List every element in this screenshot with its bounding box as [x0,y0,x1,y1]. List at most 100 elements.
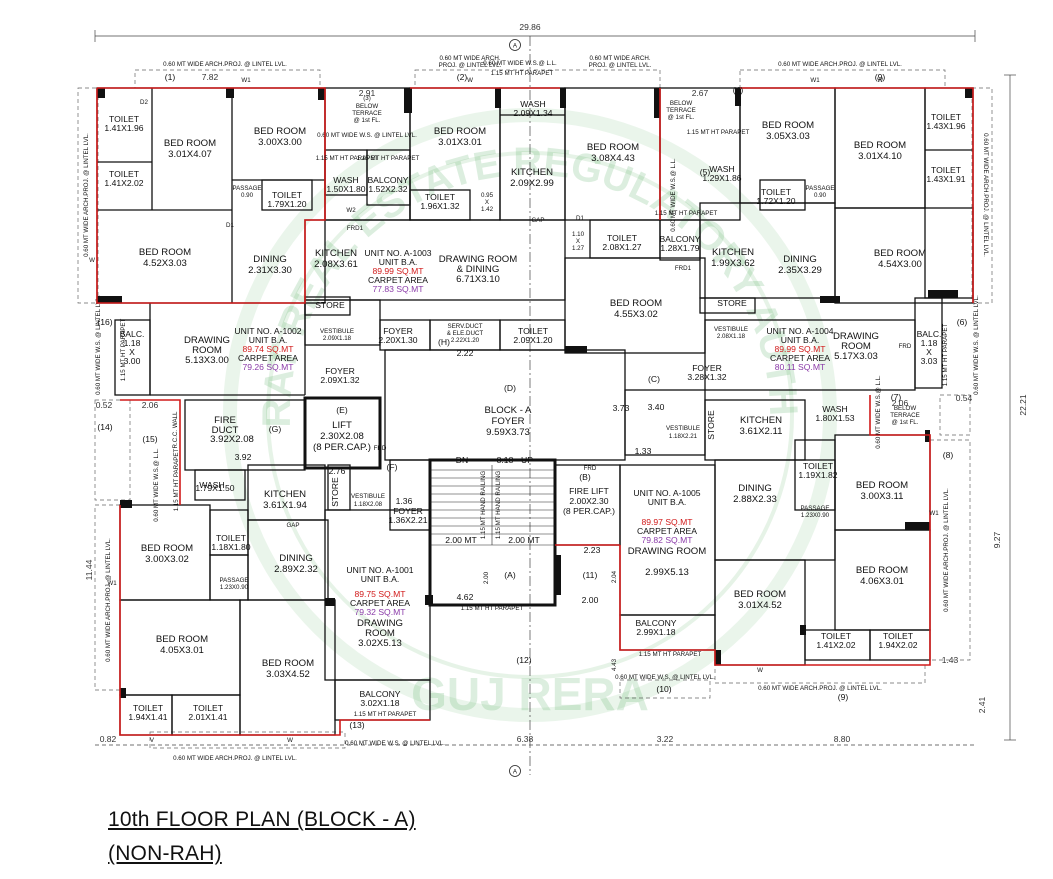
label-drawing-room: DRAWING ROOM [628,546,707,557]
svg-text:1.15 MT HT PARAPET: 1.15 MT HT PARAPET [357,155,420,162]
unit-carpet-a1003: 77.83 SQ.MT [372,284,424,294]
svg-text:(12): (12) [516,655,531,665]
svg-text:4.43: 4.43 [611,658,618,671]
svg-text:2.08X1.18: 2.08X1.18 [717,333,746,340]
svg-text:ROOM: ROOM [365,628,395,639]
svg-text:2.88X2.33: 2.88X2.33 [733,494,777,505]
svg-text:4.55X3.02: 4.55X3.02 [614,309,658,320]
svg-text:1.23X0.90: 1.23X0.90 [801,512,830,519]
room-labels: TOILET 1.41X1.96 TOILET 1.41X2.02 BED RO… [89,60,967,744]
label-bed-room: BED ROOM [762,120,814,131]
svg-text:2.00 MT: 2.00 MT [445,535,477,545]
plan-title: 10th FLOOR PLAN (BLOCK - A) [108,808,416,831]
label-wash: WASH [709,164,734,174]
svg-text:PASSAGE: PASSAGE [805,185,834,192]
svg-text:@ 1st FL.: @ 1st FL. [668,114,695,121]
svg-text:1.15 MT HT PARAPET: 1.15 MT HT PARAPET [655,210,718,217]
svg-text:1.41X2.02: 1.41X2.02 [816,640,855,650]
dim-2-91: 2.91 [359,88,376,98]
label-store: STORE [717,298,747,308]
svg-text:3.01X4.10: 3.01X4.10 [858,151,902,162]
svg-text:UNIT NO. A-1001: UNIT NO. A-1001 [346,565,413,575]
dim-0-52: 0.52 [96,400,113,410]
svg-text:A: A [513,43,518,50]
svg-text:1.18: 1.18 [124,338,141,348]
svg-text:1.15 MT HT PARAPET: 1.15 MT HT PARAPET [461,605,524,612]
svg-text:3.00X3.00: 3.00X3.00 [258,137,302,148]
svg-text:(C): (C) [648,374,660,384]
label-foyer: FOYER [325,366,355,376]
label-toilet: TOILET [425,192,456,202]
svg-text:3.40: 3.40 [648,402,665,412]
svg-text:(4): (4) [733,85,744,95]
unit-ba-a1005: 89.97 SQ.MT [641,517,693,527]
svg-text:(H): (H) [438,337,450,347]
svg-text:UNIT B.A.: UNIT B.A. [648,497,687,507]
svg-text:1.80X1.53: 1.80X1.53 [815,413,854,423]
svg-text:2.01X1.41: 2.01X1.41 [188,712,227,722]
unit-carpet-a1001: 79.32 SQ.MT [354,607,406,617]
svg-text:W: W [877,77,883,84]
svg-text:(8): (8) [943,450,954,460]
label-balcony: BALCONY [635,618,676,628]
note-arch-proj-right-low: 0.60 MT WIDE ARCH.PROJ. @ LINTEL LVL. [943,488,950,612]
svg-text:ROOM: ROOM [192,345,222,356]
svg-text:BELOW: BELOW [894,405,917,412]
svg-text:0.90: 0.90 [814,192,827,199]
note-ws-bottom: 0.60 MT WIDE W.S. @ LINTEL LVL. [345,740,445,747]
label-dining: DINING [279,553,313,564]
svg-text:2.00: 2.00 [582,595,599,605]
label-toilet: TOILET [803,461,834,471]
svg-text:(16): (16) [97,317,112,327]
svg-text:D1: D1 [576,215,584,222]
svg-text:(B): (B) [579,472,591,482]
note-ws-right: 0.60 MT WIDE W.S. @ LINTEL LVL. [973,295,980,395]
note-ws-top-a: 0.60 MT WIDE W.S. @ LINTEL LVL. [317,132,417,139]
svg-text:1.33: 1.33 [635,446,652,456]
svg-text:5.17X3.03: 5.17X3.03 [834,351,878,362]
svg-text:1.19X1.82: 1.19X1.82 [798,470,837,480]
svg-text:UNIT B.A.: UNIT B.A. [379,257,418,267]
dim-overall-width: 29.86 [519,22,541,32]
label-bed-room: BED ROOM [874,248,926,259]
svg-text:(E): (E) [336,405,348,415]
svg-text:3.03X4.52: 3.03X4.52 [266,669,310,680]
svg-text:4.54X3.00: 4.54X3.00 [878,259,922,270]
svg-text:2.08X1.27: 2.08X1.27 [602,242,641,252]
note-arch-proj-top-1: 0.60 MT WIDE ARCH.PROJ. @ LINTEL LVL. [163,61,287,68]
label-bed-room: BED ROOM [434,126,486,137]
svg-text:3.01X4.52: 3.01X4.52 [738,600,782,611]
label-dining: DINING [783,254,817,265]
svg-text:1.10: 1.10 [572,231,585,238]
svg-text:3.01X4.07: 3.01X4.07 [168,149,212,160]
dim-2-06-left: 2.06 [142,400,159,410]
svg-text:FRD: FRD [374,445,387,452]
svg-text:TERRACE: TERRACE [666,107,696,114]
svg-text:3.02X5.13: 3.02X5.13 [358,638,402,649]
svg-text:0.60 MT WIDE W.S.@ L.L.: 0.60 MT WIDE W.S.@ L.L. [670,158,677,232]
svg-text:1.79X1.20: 1.79X1.20 [267,199,306,209]
label-block-a: BLOCK - A [485,405,533,416]
label-toilet: TOILET [883,631,914,641]
dim-0-82: 0.82 [100,734,117,744]
svg-text:0.60 MT WIDE W.S.@ L.L.: 0.60 MT WIDE W.S.@ L.L. [875,375,882,449]
svg-text:1.43X1.96: 1.43X1.96 [926,121,965,131]
svg-text:W: W [757,667,763,674]
svg-text:1.42: 1.42 [481,206,494,213]
svg-text:CARPET AREA: CARPET AREA [350,598,410,608]
svg-text:UNIT NO. A-1002: UNIT NO. A-1002 [234,326,301,336]
svg-text:1.18X2.08: 1.18X2.08 [354,501,383,508]
svg-text:2.09X1.34: 2.09X1.34 [513,108,552,118]
svg-text:1.15 MT HT PARAPET: 1.15 MT HT PARAPET [316,155,379,162]
svg-text:TERRACE: TERRACE [352,110,382,117]
svg-text:1.15 MT HT PARAPET: 1.15 MT HT PARAPET [354,711,417,718]
svg-text:1.15 MT HT PARAPET: 1.15 MT HT PARAPET [120,318,127,381]
label-bed-room: BED ROOM [587,142,639,153]
svg-text:GAP: GAP [286,522,299,529]
unit-carpet-a1004: 80.11 SQ.MT [775,362,826,372]
svg-text:2.31X3.30: 2.31X3.30 [248,265,292,276]
svg-text:W: W [287,737,293,744]
label-wash: WASH [822,404,847,414]
dim-0-54: 0.54 [956,393,973,403]
grid-marker-top: A [509,39,521,51]
